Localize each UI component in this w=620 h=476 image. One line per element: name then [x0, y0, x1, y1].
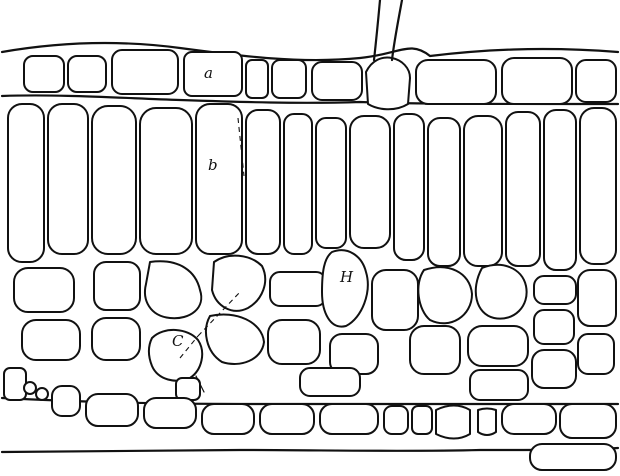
- label-stoma-cell: C: [172, 332, 184, 350]
- upper-epidermis: [2, 43, 618, 109]
- spongy-mesophyll: [14, 250, 616, 400]
- label-mesophyll: H: [339, 268, 354, 286]
- label-epidermis: a: [204, 64, 213, 82]
- palisade-layer: [8, 104, 616, 270]
- label-palisade: b: [208, 156, 218, 174]
